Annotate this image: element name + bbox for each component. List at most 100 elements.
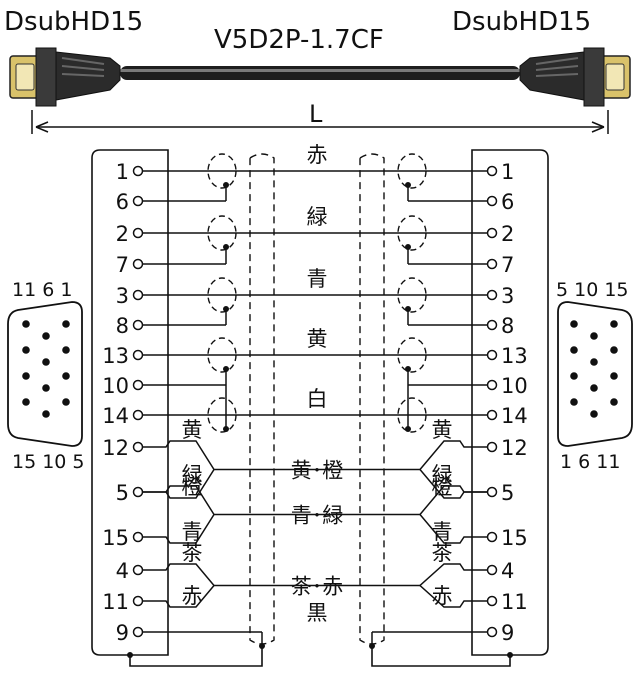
- pair-left-color-b-2: 赤: [182, 584, 203, 608]
- pin-terminal-left-8: [132, 319, 144, 331]
- coax-color-1: 緑: [307, 205, 328, 229]
- face-pin-dot: [62, 346, 70, 354]
- left-face-bottom-labels: 15 10 5: [12, 451, 85, 473]
- left-connector-outline: [91, 149, 169, 656]
- pin-terminal-left-3: [132, 289, 144, 301]
- pair-left-color-b-0: 橙: [182, 475, 203, 499]
- coax-shield-left-4: [207, 397, 237, 433]
- face-pin-dot: [42, 332, 50, 340]
- coax-shield-left-1: [207, 215, 237, 251]
- face-pin-dot: [22, 346, 30, 354]
- left-face-pins: [22, 320, 70, 418]
- pin-label-left-12: 12: [102, 436, 129, 460]
- pin-label-left-2: 2: [116, 222, 129, 246]
- face-pin-dot: [610, 346, 618, 354]
- pin-label-right-13: 13: [501, 344, 528, 368]
- pin-label-right-4: 4: [501, 559, 514, 583]
- right-face-pins: [570, 320, 618, 418]
- ground-dot-left: [127, 652, 133, 658]
- pin-terminal-left-13: [132, 349, 144, 361]
- coax-color-4: 白: [307, 387, 328, 411]
- pin-terminal-right-3: [486, 289, 498, 301]
- coax-shield-right-0: [397, 153, 427, 189]
- ground-dot-shield-right: [369, 643, 375, 649]
- pin-label-left-8: 8: [116, 314, 129, 338]
- pair-right-color-a-2: 茶: [432, 541, 453, 565]
- right-face-bottom-labels: 1 6 11: [560, 451, 620, 473]
- coax-shield-right-1: [397, 215, 427, 251]
- face-pin-dot: [570, 346, 578, 354]
- coax-return-dot-left-1: [223, 244, 229, 250]
- drain-label: 黒: [307, 601, 328, 625]
- pin-label-right-6: 6: [501, 190, 514, 214]
- pin-terminal-left-9: [132, 626, 144, 638]
- face-pin-dot: [42, 358, 50, 366]
- wires: [132, 153, 498, 646]
- left-face-shell: [7, 301, 83, 447]
- pin-label-right-14: 14: [501, 404, 528, 428]
- pin-label-right-7: 7: [501, 253, 514, 277]
- coax-shield-right-2: [397, 277, 427, 313]
- pin-terminal-right-8: [486, 319, 498, 331]
- pin-terminal-right-2: [486, 227, 498, 239]
- pin-label-right-12: 12: [501, 436, 528, 460]
- right-face-top-labels: 5 10 15: [556, 279, 629, 301]
- pin-terminal-right-12: [486, 441, 498, 453]
- pair-left-color-b-1: 青: [182, 520, 203, 544]
- pin-terminal-left-2: [132, 227, 144, 239]
- pin-terminal-right-5: [486, 486, 498, 498]
- pair-wires-right-0: [419, 440, 487, 499]
- pin-label-left-15: 15: [102, 526, 129, 550]
- pin-label-left-1: 1: [116, 160, 129, 184]
- shield-tubes: [249, 153, 385, 645]
- right-connector-title: DsubHD15: [452, 7, 591, 37]
- pair-right-color-a-1: 緑: [432, 463, 453, 487]
- coax-shield-right-4: [397, 397, 427, 433]
- pin-terminal-right-9: [486, 626, 498, 638]
- face-pin-dot: [22, 372, 30, 380]
- pin-label-right-10: 10: [501, 374, 528, 398]
- pair-right-color-a-0: 黄: [432, 418, 453, 442]
- coax-shield-left-2: [207, 277, 237, 313]
- cable-illustration: [9, 47, 631, 107]
- pin-label-right-8: 8: [501, 314, 514, 338]
- pair-wires-left-2: [143, 563, 215, 608]
- pin-terminal-right-4: [486, 564, 498, 576]
- face-pin-dot: [610, 320, 618, 328]
- face-pin-dot: [590, 332, 598, 340]
- pin-label-left-6: 6: [116, 190, 129, 214]
- pin-terminal-right-15: [486, 531, 498, 543]
- pin-terminal-right-14: [486, 409, 498, 421]
- pair-wires-left-1: [143, 485, 215, 544]
- coax-color-0: 赤: [307, 143, 328, 167]
- coax-color-3: 黄: [307, 327, 328, 351]
- pin-terminal-left-14: [132, 409, 144, 421]
- face-pin-dot: [610, 372, 618, 380]
- face-pin-dot: [590, 384, 598, 392]
- face-pin-dot: [42, 410, 50, 418]
- pair-wires-left-0: [143, 440, 215, 499]
- coax-color-2: 青: [307, 267, 328, 291]
- face-pin-dot: [42, 384, 50, 392]
- pin-label-left-10: 10: [102, 374, 129, 398]
- coax-return-dot-right-4: [405, 426, 411, 432]
- coax-return-dot-right-2: [405, 306, 411, 312]
- face-pin-dot: [570, 320, 578, 328]
- face-pin-dot: [62, 320, 70, 328]
- face-pin-dot: [62, 372, 70, 380]
- pin-label-right-11: 11: [501, 590, 528, 614]
- pair-mid-label-0: 黄･橙: [291, 459, 344, 483]
- pair-mid-label-2: 茶･赤: [291, 575, 344, 599]
- coax-shield-left-0: [207, 153, 237, 189]
- pin-terminal-right-1: [486, 165, 498, 177]
- pin-terminal-left-4: [132, 564, 144, 576]
- model-number: V5D2P-1.7CF: [214, 25, 384, 55]
- face-pin-dot: [590, 410, 598, 418]
- pin-terminal-left-5: [132, 486, 144, 498]
- pin-label-right-15: 15: [501, 526, 528, 550]
- pair-wires-right-2: [418, 563, 487, 608]
- pair-right-color-b-2: 赤: [432, 584, 453, 608]
- pin-label-left-11: 11: [102, 590, 129, 614]
